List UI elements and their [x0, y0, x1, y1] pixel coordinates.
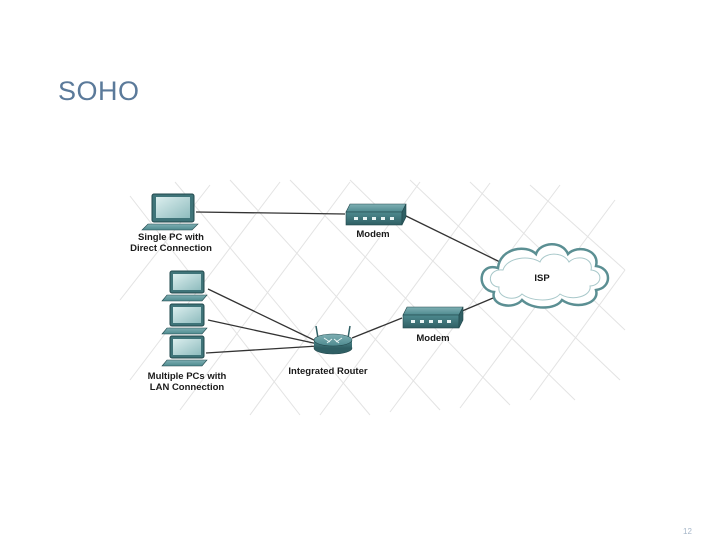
- isp-label: ISP: [534, 273, 550, 284]
- single-pc-label-line2: Direct Connection: [130, 243, 212, 254]
- network-links: [195, 211, 506, 354]
- single-pc-computer-icon: [141, 193, 199, 231]
- lan-pc-1-computer-icon: [161, 270, 208, 302]
- multi-pc-label-line2: LAN Connection: [150, 382, 225, 393]
- link-pc-to-modem-top: [195, 211, 346, 215]
- slide-title: SOHO: [58, 76, 140, 106]
- page-number: 12: [683, 527, 692, 536]
- single-pc-label-line1: Single PC with: [138, 232, 204, 243]
- integrated-router-label: Integrated Router: [288, 366, 367, 377]
- lan-pc-3-computer-icon: [161, 335, 208, 367]
- integrated-router-icon: [313, 325, 353, 355]
- multi-pc-label-line1: Multiple PCs with: [148, 371, 227, 382]
- lan-pc-2-computer-icon: [161, 303, 208, 335]
- modem-top-icon: [345, 203, 407, 226]
- link-modem-top-to-isp: [401, 213, 501, 263]
- modem-bottom-icon: [402, 306, 464, 329]
- link-router-to-modem-bottom: [351, 317, 403, 339]
- isp-cloud-icon: [480, 243, 610, 309]
- link-lan-pc2-to-router: [207, 319, 319, 345]
- link-lan-pc1-to-router: [207, 288, 319, 343]
- modem-top-label: Modem: [356, 229, 389, 240]
- modem-bottom-label: Modem: [416, 333, 449, 344]
- link-lan-pc3-to-router: [205, 345, 319, 354]
